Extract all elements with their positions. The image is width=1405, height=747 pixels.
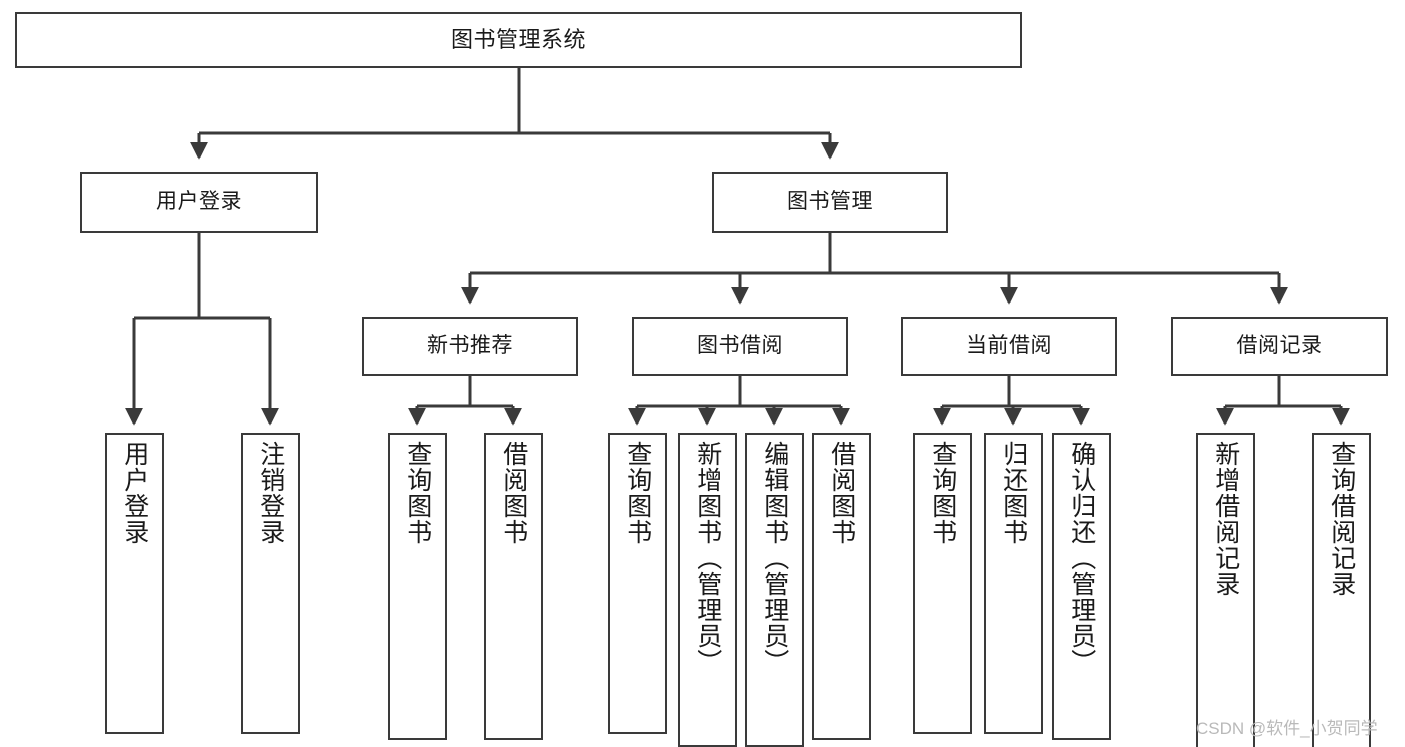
leaf-user-login[interactable]: 用户登录: [105, 433, 164, 734]
node-label: 借阅图书: [827, 441, 856, 545]
node-label: 新增图书（管理员）: [693, 441, 722, 675]
leaf-query-borrow-record[interactable]: 查询借阅记录: [1312, 433, 1371, 747]
leaf-add-book-admin[interactable]: 新增图书（管理员）: [678, 433, 737, 747]
leaf-borrow-book[interactable]: 借阅图书: [812, 433, 871, 740]
leaf-query-book-borrow[interactable]: 查询图书: [608, 433, 667, 734]
leaf-borrow-book-recommend[interactable]: 借阅图书: [484, 433, 543, 740]
node-label: 查询借阅记录: [1327, 441, 1356, 597]
leaf-query-book-current[interactable]: 查询图书: [913, 433, 972, 734]
leaf-logout[interactable]: 注销登录: [241, 433, 300, 734]
node-book-management[interactable]: 图书管理: [712, 172, 948, 233]
node-label: 图书借阅: [697, 334, 783, 358]
node-label: 新增借阅记录: [1211, 441, 1240, 597]
leaf-query-book-recommend[interactable]: 查询图书: [388, 433, 447, 740]
node-label: 查询图书: [928, 441, 957, 545]
node-label: 查询图书: [403, 441, 432, 545]
node-label: 图书管理系统: [450, 27, 586, 53]
node-label: 当前借阅: [966, 334, 1052, 358]
node-current-borrow[interactable]: 当前借阅: [901, 317, 1117, 376]
node-root-system[interactable]: 图书管理系统: [15, 12, 1022, 68]
node-label: 编辑图书（管理员）: [760, 441, 789, 675]
node-label: 借阅图书: [499, 441, 528, 545]
node-label: 注销登录: [256, 441, 285, 545]
node-label: 用户登录: [156, 190, 242, 214]
node-label: 查询图书: [623, 441, 652, 545]
node-book-borrow[interactable]: 图书借阅: [632, 317, 848, 376]
leaf-confirm-return-admin[interactable]: 确认归还（管理员）: [1052, 433, 1111, 740]
node-label: 归还图书: [999, 441, 1028, 545]
leaf-return-book[interactable]: 归还图书: [984, 433, 1043, 734]
leaf-add-borrow-record[interactable]: 新增借阅记录: [1196, 433, 1255, 747]
node-user-login[interactable]: 用户登录: [80, 172, 318, 233]
node-label: 图书管理: [787, 190, 873, 214]
leaf-edit-book-admin[interactable]: 编辑图书（管理员）: [745, 433, 804, 747]
node-label: 借阅记录: [1236, 334, 1323, 358]
node-label: 新书推荐: [427, 334, 513, 358]
node-new-book-recommend[interactable]: 新书推荐: [362, 317, 578, 376]
node-label: 用户登录: [120, 441, 149, 545]
node-label: 确认归还（管理员）: [1067, 441, 1096, 675]
node-borrow-record[interactable]: 借阅记录: [1171, 317, 1388, 376]
